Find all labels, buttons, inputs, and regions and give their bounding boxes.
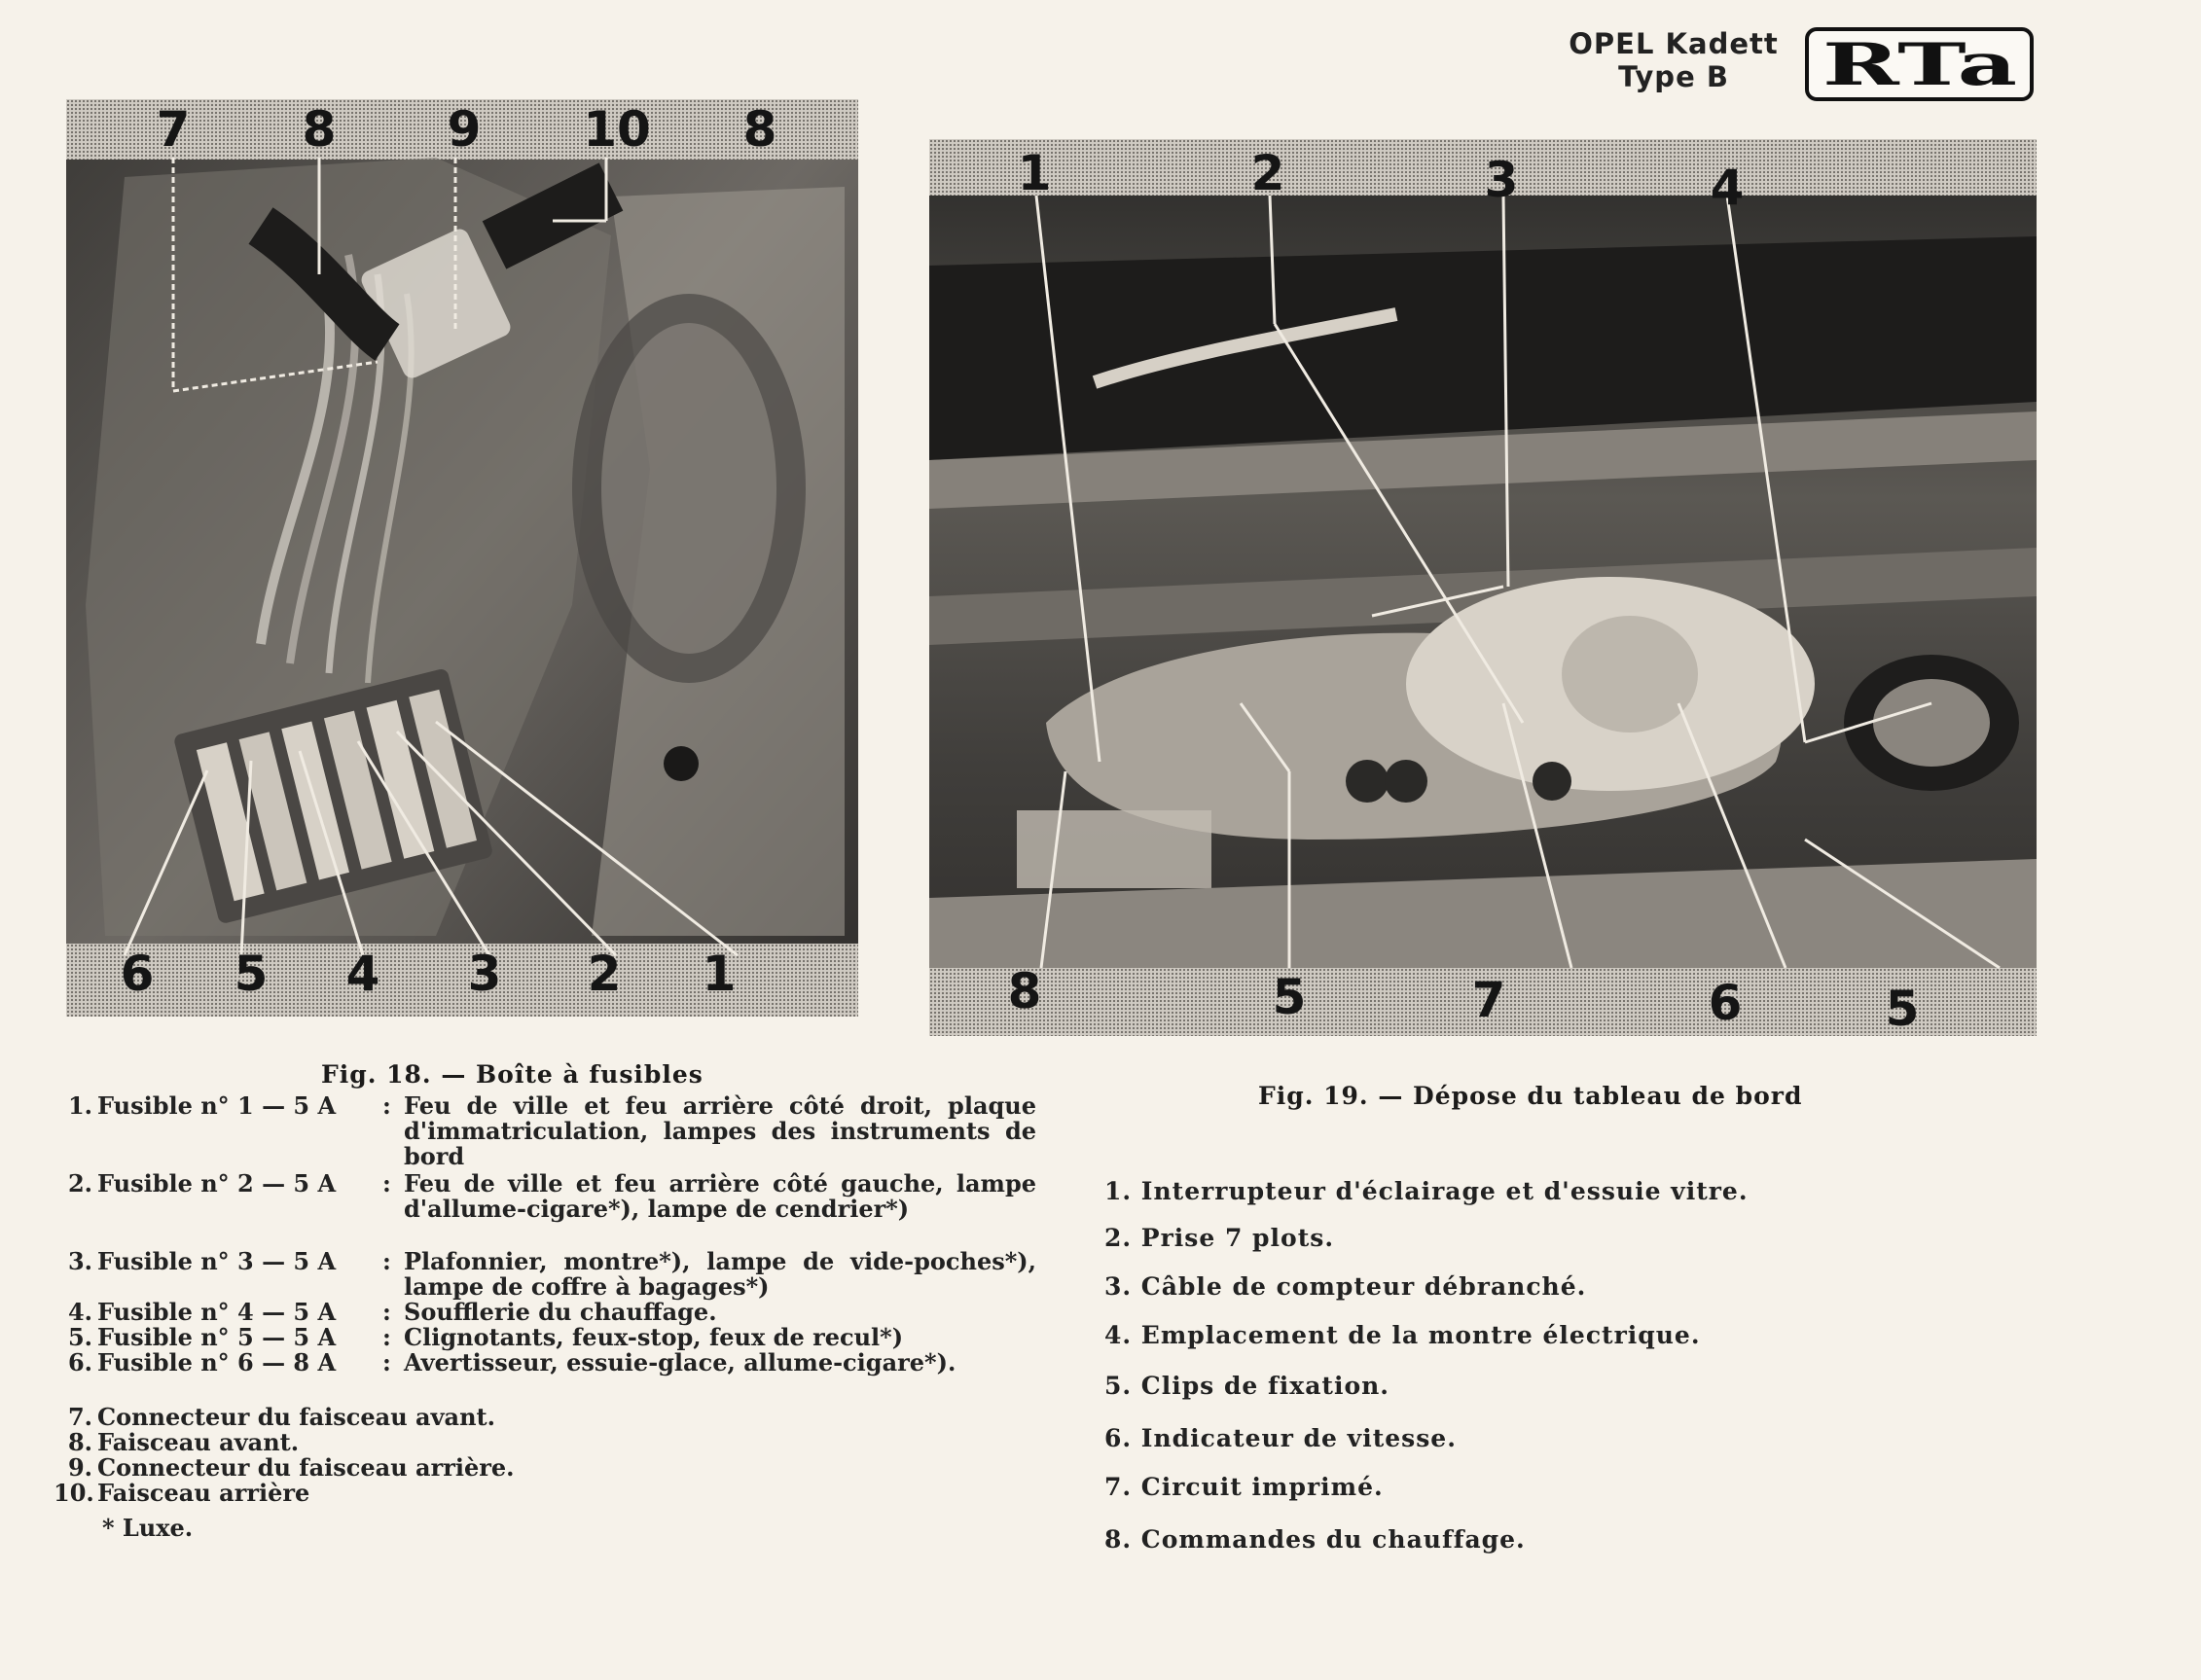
fig19-callout-bottom: 7 (1471, 972, 1506, 1028)
rta-logo: RTa (1805, 27, 2034, 101)
fuse-box-illustration (66, 99, 858, 1017)
legend-item: 7. Circuit imprimé. (1104, 1473, 1384, 1501)
fig18-title: Fig. 18. — Boîte à fusibles (321, 1060, 704, 1089)
legend-item: 1. Fusible n° 1 — 5 A : Feu de ville et … (67, 1091, 1036, 1170)
fig18-callout-top: 8 (302, 101, 337, 158)
fig19-callout-top: 3 (1484, 152, 1519, 208)
legend-item: 6. Indicateur de vitesse. (1104, 1424, 1457, 1452)
fig18-callout-top: 7 (156, 101, 191, 158)
fig18-callout-bottom: 6 (120, 946, 155, 1002)
fig18-callout-bottom: 5 (234, 946, 269, 1002)
fig18-callout-bottom: 3 (467, 946, 502, 1002)
fig19-callout-top: 2 (1250, 145, 1285, 201)
legend-footnote: * Luxe. (102, 1514, 194, 1542)
fig18-callout-bottom: 1 (702, 946, 737, 1002)
fuse-box-photo (66, 99, 858, 1017)
legend-item: 4. Emplacement de la montre électrique. (1104, 1321, 1701, 1349)
legend-item: 10. Faisceau arrière (54, 1479, 310, 1507)
fig18-callout-bottom: 4 (345, 946, 380, 1002)
fig19-callout-top: 4 (1710, 160, 1745, 216)
fig19-callout-top: 1 (1017, 145, 1052, 201)
model-line-1: OPEL Kadett (1569, 27, 1779, 60)
rta-logo-mark: RTa (1822, 34, 2017, 94)
legend-item: 8. Commandes du chauffage. (1104, 1525, 1526, 1554)
fig19-callout-bottom: 5 (1272, 969, 1307, 1025)
fig18-callout-bottom: 2 (587, 946, 622, 1002)
model-line-2: Type B (1618, 60, 1729, 93)
legend-item: 3. Fusible n° 3 — 5 A : Plafonnier, mont… (67, 1247, 1036, 1301)
fig18-callout-top: 9 (447, 101, 482, 158)
legend-item: 2. Fusible n° 2 — 5 A : Feu de ville et … (67, 1169, 1036, 1223)
legend-item: 8. Faisceau avant. (67, 1428, 300, 1456)
legend-item: 2. Prise 7 plots. (1104, 1224, 1335, 1252)
fig19-title: Fig. 19. — Dépose du tableau de bord (1258, 1082, 1803, 1110)
legend-item: 4. Fusible n° 4 — 5 A : Soufflerie du ch… (67, 1298, 717, 1326)
legend-item: 3. Câble de compteur débranché. (1104, 1272, 1587, 1301)
fig19-callout-bottom: 6 (1708, 975, 1743, 1031)
legend-item: 6. Fusible n° 6 — 8 A : Avertisseur, ess… (67, 1348, 956, 1376)
fig18-callout-top: 10 (583, 101, 651, 158)
legend-item: 9. Connecteur du faisceau arrière. (67, 1453, 515, 1482)
legend-item: 1. Interrupteur d'éclairage et d'essuie … (1104, 1177, 1749, 1205)
fig18-callout-top: 8 (742, 101, 777, 158)
rta-logo-text: RTa (1822, 34, 2017, 94)
fig19-callout-bottom: 5 (1885, 981, 1920, 1037)
legend-item: 5. Fusible n° 5 — 5 A : Clignotants, feu… (67, 1323, 904, 1351)
fig19-callout-bottom: 8 (1007, 963, 1042, 1019)
dashboard-illustration (929, 139, 2037, 1036)
header-model: OPEL Kadett Type B (1557, 27, 1790, 93)
legend-item: 5. Clips de fixation. (1104, 1372, 1389, 1400)
legend-item: 7. Connecteur du faisceau avant. (67, 1403, 495, 1431)
dashboard-photo (929, 139, 2037, 1036)
